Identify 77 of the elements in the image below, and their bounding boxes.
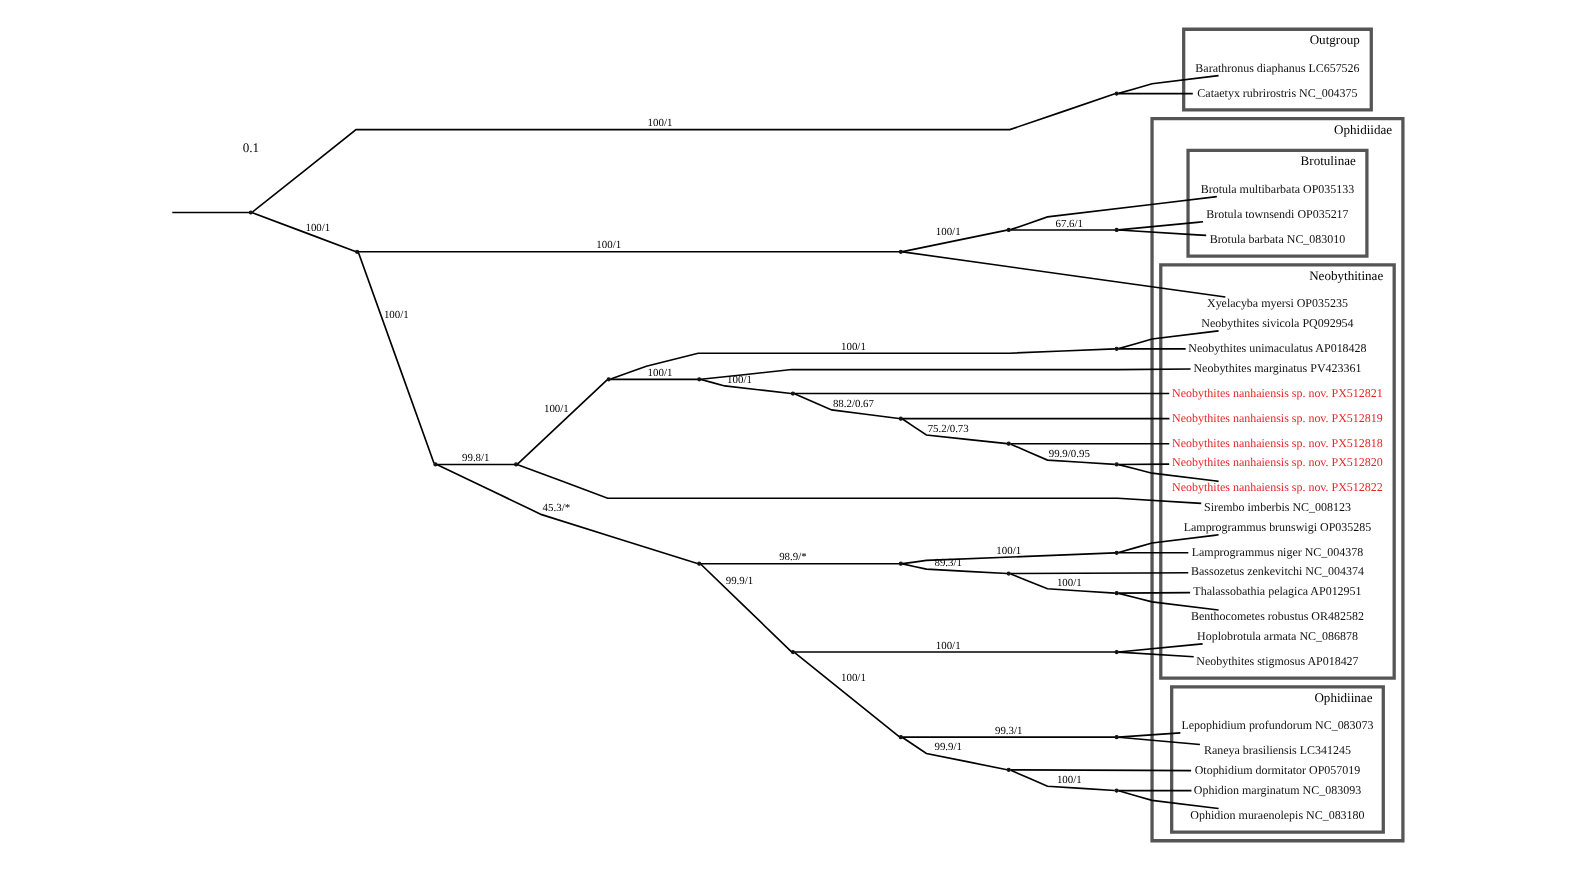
connector <box>1117 551 1190 554</box>
connector <box>901 563 1008 575</box>
connector <box>516 379 608 465</box>
connector <box>700 368 1192 381</box>
connector <box>171 211 250 214</box>
connector <box>793 651 1116 653</box>
connector <box>357 250 900 253</box>
node-point <box>433 462 438 467</box>
connector <box>516 463 1203 505</box>
connector <box>1117 790 1220 810</box>
connector <box>700 563 793 653</box>
node-point <box>898 735 903 740</box>
connector <box>1117 74 1220 95</box>
node-point <box>1114 735 1119 740</box>
connector <box>1117 592 1220 611</box>
connector <box>901 418 1008 445</box>
node-point <box>1114 462 1119 467</box>
connector <box>436 463 515 466</box>
connector <box>1009 229 1116 231</box>
connector <box>793 651 900 738</box>
connector <box>700 562 901 565</box>
node-point <box>697 377 702 382</box>
node-point <box>697 561 702 566</box>
node-point <box>898 249 903 254</box>
connector <box>357 251 435 465</box>
connector <box>1117 651 1195 658</box>
connector <box>1117 463 1171 466</box>
connector <box>1117 330 1220 350</box>
connector <box>1117 591 1191 594</box>
connector <box>1117 534 1220 554</box>
connector <box>609 348 1116 380</box>
connector <box>901 251 1227 298</box>
node-point <box>1114 550 1119 555</box>
node-point <box>1114 227 1119 233</box>
connector <box>251 211 357 253</box>
connector <box>251 93 1116 213</box>
node-point <box>1114 346 1119 351</box>
node-point <box>513 462 519 467</box>
connector <box>1117 789 1193 792</box>
connector <box>1117 229 1207 237</box>
connector <box>1117 348 1187 350</box>
node-point <box>1006 571 1011 576</box>
node-point <box>1114 91 1119 96</box>
connector <box>609 378 699 381</box>
connector <box>794 393 900 420</box>
connector <box>901 736 1116 738</box>
node-point <box>790 649 796 655</box>
connector <box>1117 732 1182 738</box>
connector <box>1009 769 1116 792</box>
node-point <box>248 210 253 215</box>
connector <box>1009 571 1190 575</box>
node-point <box>898 416 903 421</box>
connector <box>901 417 1171 420</box>
node-point <box>790 391 796 396</box>
node-point <box>1114 649 1119 655</box>
connector <box>901 552 1116 565</box>
node-point <box>1006 227 1011 233</box>
connector <box>901 736 1008 771</box>
connector <box>793 392 1171 395</box>
connector <box>1009 442 1171 445</box>
node-point <box>898 561 903 566</box>
connector <box>436 463 699 565</box>
connector <box>901 229 1008 253</box>
connector <box>1009 769 1192 772</box>
connector <box>1117 92 1194 95</box>
connector <box>700 378 792 395</box>
node-point <box>1114 788 1119 793</box>
node-point <box>606 377 611 382</box>
connector <box>1009 195 1218 231</box>
connector <box>1117 463 1220 483</box>
node-point <box>1006 441 1011 446</box>
node-point <box>1114 591 1119 596</box>
node-point <box>355 249 360 254</box>
connector <box>1009 443 1116 466</box>
connector <box>1117 643 1204 653</box>
connector <box>1009 573 1116 594</box>
node-point <box>1006 767 1011 772</box>
